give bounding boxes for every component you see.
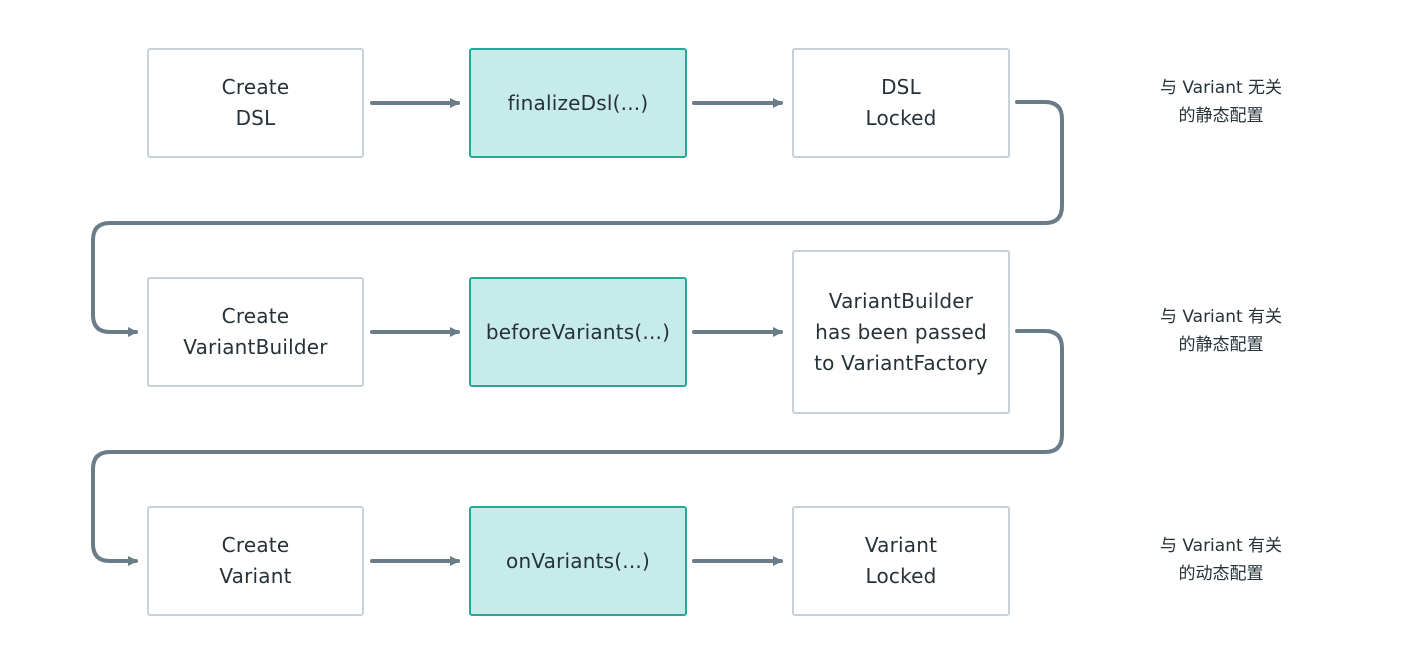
node-label-line: Create	[221, 75, 290, 99]
node-label-line: beforeVariants(...)	[485, 319, 671, 344]
node-label-line: VariantBuilder	[828, 288, 974, 313]
node-create-variantbuilder: Create VariantBuilder	[147, 277, 364, 387]
connector-vb-passed-to-create-variant	[91, 329, 1064, 566]
node-label-line: finalizeDsl(...)	[507, 90, 649, 115]
note-static-config-variant-related: 与 Variant 有关 的静态配置	[1131, 303, 1311, 359]
note-line: 的静态配置	[1178, 335, 1264, 355]
node-variantbuilder-passed: VariantBuilder has been passed to Varian…	[792, 250, 1010, 414]
node-label-line: Variant	[219, 564, 292, 588]
node-label-line: DSL	[881, 75, 921, 99]
node-label-line: to VariantFactory	[814, 350, 988, 375]
node-label-line: VariantBuilder	[183, 335, 328, 359]
node-label-line: Variant	[864, 533, 938, 557]
node-dsl-locked: DSL Locked	[792, 48, 1010, 158]
note-static-config-variant-independent: 与 Variant 无关 的静态配置	[1131, 74, 1311, 130]
note-dynamic-config-variant-related: 与 Variant 有关 的动态配置	[1131, 532, 1311, 588]
note-line: 与 Variant 有关	[1159, 307, 1283, 327]
node-label-line: has been passed	[815, 319, 987, 344]
node-label-line: Create	[221, 533, 290, 557]
note-line: 与 Variant 有关	[1159, 536, 1283, 556]
node-create-dsl: Create DSL	[147, 48, 364, 158]
node-label-line: DSL	[235, 106, 276, 130]
node-label-line: Create	[221, 304, 290, 328]
note-line: 的动态配置	[1178, 564, 1264, 584]
note-line: 的静态配置	[1178, 106, 1264, 126]
node-label-line: onVariants(...)	[506, 548, 650, 573]
node-label-line: Locked	[865, 106, 937, 130]
node-on-variants-hook: onVariants(...)	[469, 506, 687, 616]
note-line: 与 Variant 无关	[1159, 78, 1283, 98]
node-before-variants-hook: beforeVariants(...)	[469, 277, 687, 387]
node-label-line: Locked	[865, 564, 937, 588]
node-create-variant: Create Variant	[147, 506, 364, 616]
node-finalize-dsl-hook: finalizeDsl(...)	[469, 48, 687, 158]
node-variant-locked: Variant Locked	[792, 506, 1010, 616]
connector-dsl-locked-to-create-variantbuilder	[91, 100, 1064, 337]
